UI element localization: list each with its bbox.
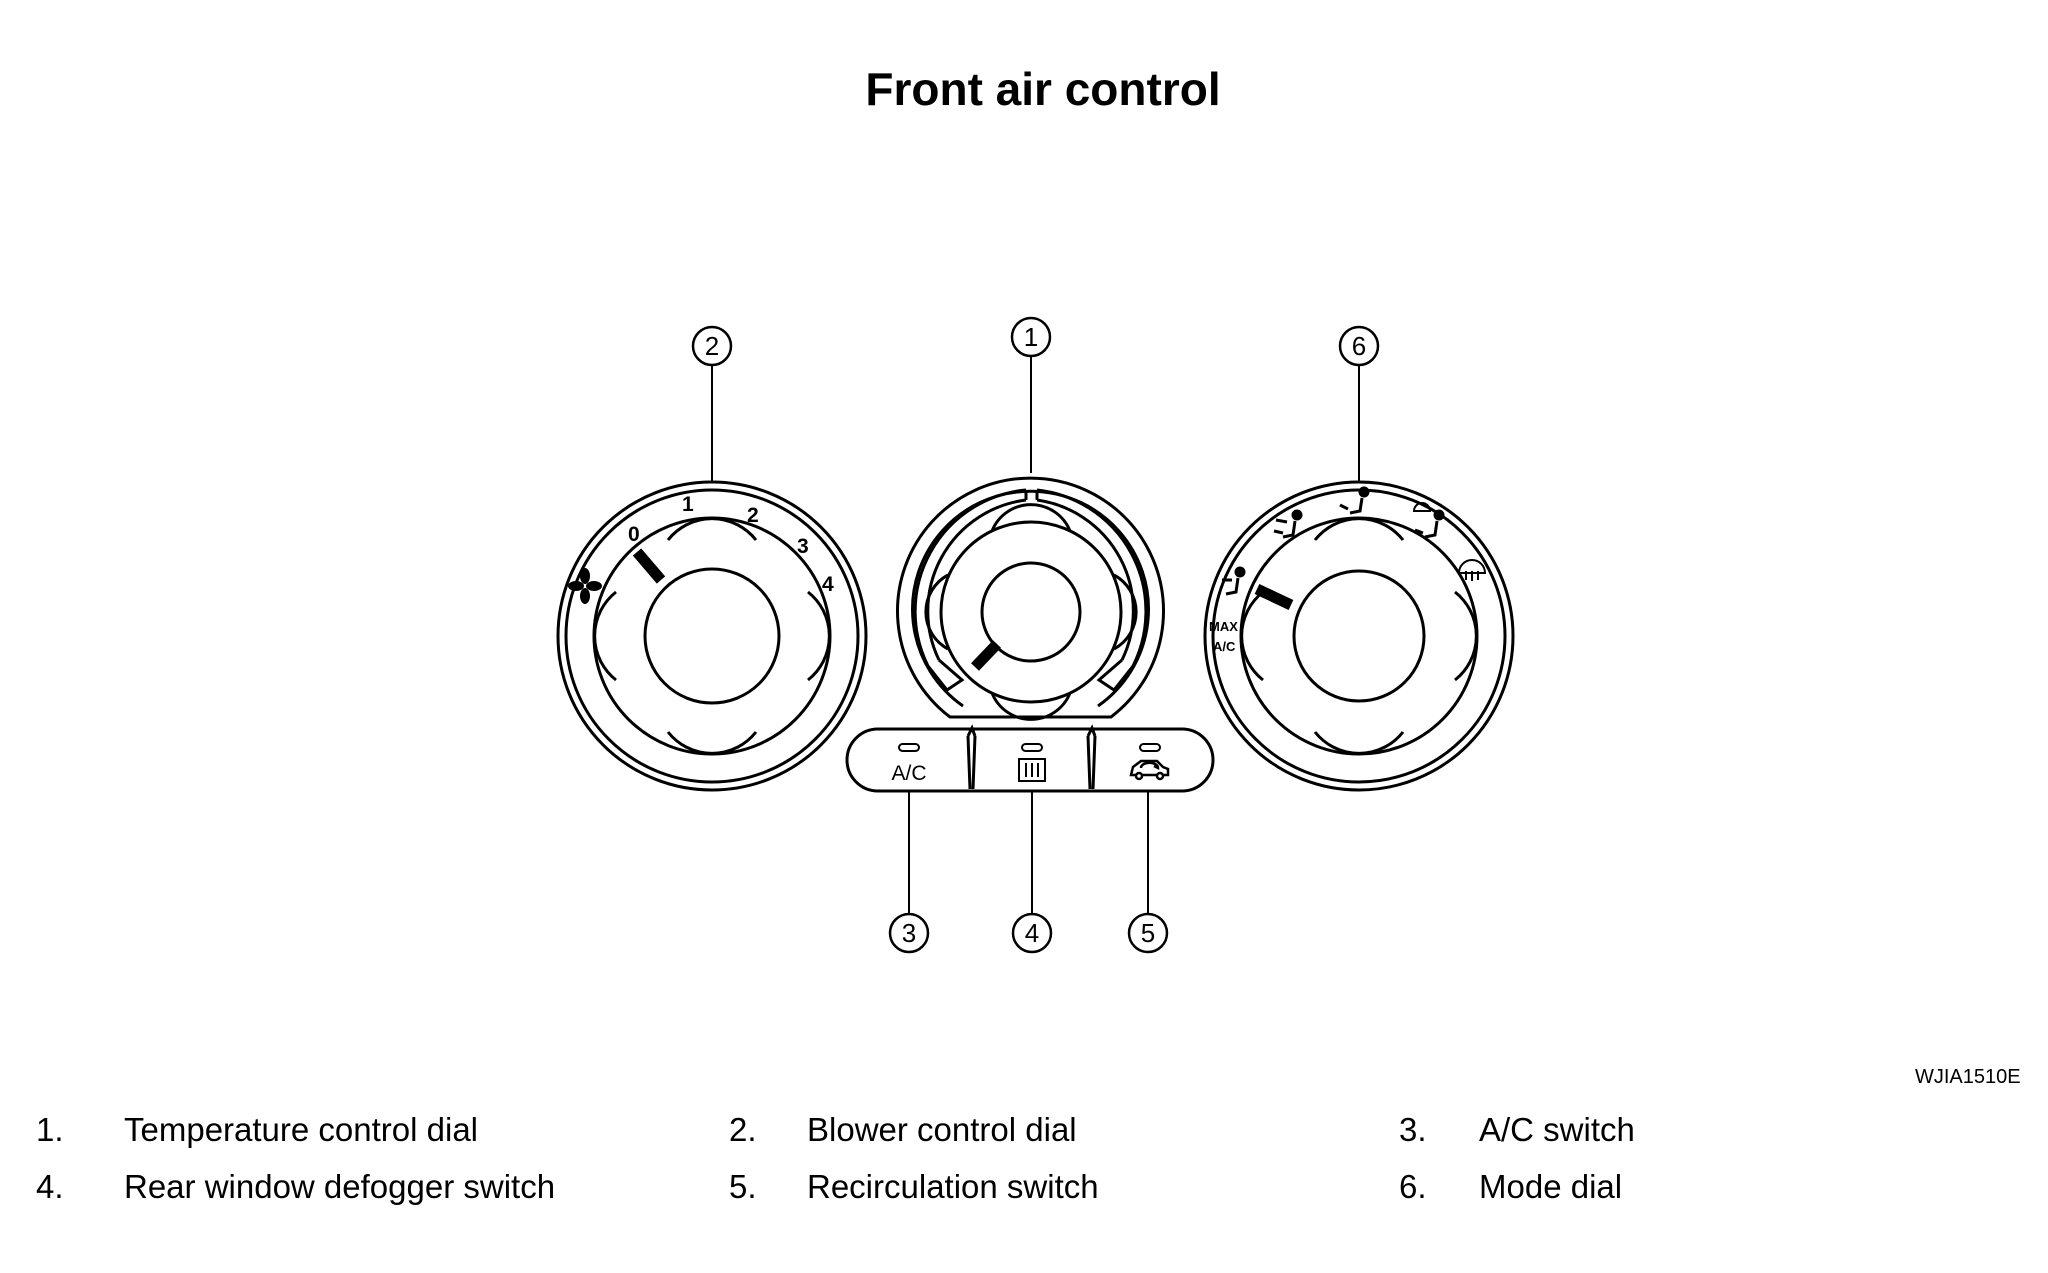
legend-text: Mode dial — [1479, 1168, 1623, 1205]
vent-bilevel-icon — [1273, 509, 1303, 539]
legend-number: 3. — [1399, 1111, 1427, 1148]
vent-foot-icon — [1339, 486, 1370, 515]
legend-text: Rear window defogger switch — [124, 1168, 556, 1205]
callout-4: 4 — [1011, 912, 1053, 954]
defogger-indicator-lamp — [1021, 743, 1043, 752]
mode-dial[interactable] — [1203, 480, 1515, 792]
callout-5: 5 — [1127, 912, 1169, 954]
rear-defogger-icon — [1018, 758, 1046, 782]
blower-level-3: 3 — [797, 535, 809, 558]
callout-2: 2 — [691, 325, 733, 367]
vent-face-icon — [1222, 566, 1246, 596]
legend-text: Temperature control dial — [124, 1111, 479, 1148]
mode-ac-label: A/C — [1213, 639, 1236, 654]
ac-switch[interactable] — [898, 743, 920, 752]
vent-foot-defrost-icon — [1412, 502, 1445, 539]
blower-level-2: 2 — [747, 504, 759, 527]
legend-number: 5. — [729, 1168, 757, 1205]
svg-text:2: 2 — [705, 331, 719, 361]
callout-3: 3 — [888, 912, 930, 954]
defrost-icon — [1457, 559, 1487, 581]
figure-code: WJIA1510E — [1915, 1066, 2021, 1088]
svg-text:6: 6 — [1352, 331, 1366, 361]
blower-level-0: 0 — [628, 523, 640, 546]
recirculation-indicator-lamp — [1139, 743, 1161, 752]
diagram-title: Front air control — [865, 63, 1221, 115]
recirculation-switch[interactable] — [1129, 743, 1170, 781]
button-bar — [845, 724, 1215, 793]
temperature-control-dial[interactable] — [896, 476, 1165, 721]
blower-level-4: 4 — [822, 573, 834, 596]
callout-6: 6 — [1338, 325, 1380, 367]
fan-icon — [568, 568, 602, 604]
callout-1: 1 — [1010, 316, 1052, 358]
legend-number: 6. — [1399, 1168, 1427, 1205]
legend-text: A/C switch — [1479, 1111, 1635, 1148]
legend-number: 1. — [36, 1111, 64, 1148]
blower-level-1: 1 — [682, 493, 694, 516]
blower-control-dial[interactable] — [556, 480, 868, 792]
callout-leaders — [711, 355, 1360, 914]
mode-max-label: MAX — [1209, 619, 1238, 634]
legend-text: Recirculation switch — [807, 1168, 1099, 1205]
legend-number: 2. — [729, 1111, 757, 1148]
svg-text:5: 5 — [1141, 918, 1155, 948]
mode-pointer — [1254, 584, 1294, 610]
ac-indicator-lamp — [898, 743, 920, 752]
recirculation-icon — [1129, 759, 1170, 781]
legend-text: Blower control dial — [807, 1111, 1077, 1148]
temperature-pointer — [971, 640, 1001, 671]
svg-text:4: 4 — [1025, 918, 1039, 948]
svg-text:3: 3 — [902, 918, 916, 948]
blower-pointer — [632, 548, 666, 584]
legend-number: 4. — [36, 1168, 64, 1205]
ac-switch-label: A/C — [891, 762, 926, 785]
svg-text:1: 1 — [1024, 322, 1038, 352]
rear-defogger-switch[interactable] — [1018, 743, 1046, 782]
